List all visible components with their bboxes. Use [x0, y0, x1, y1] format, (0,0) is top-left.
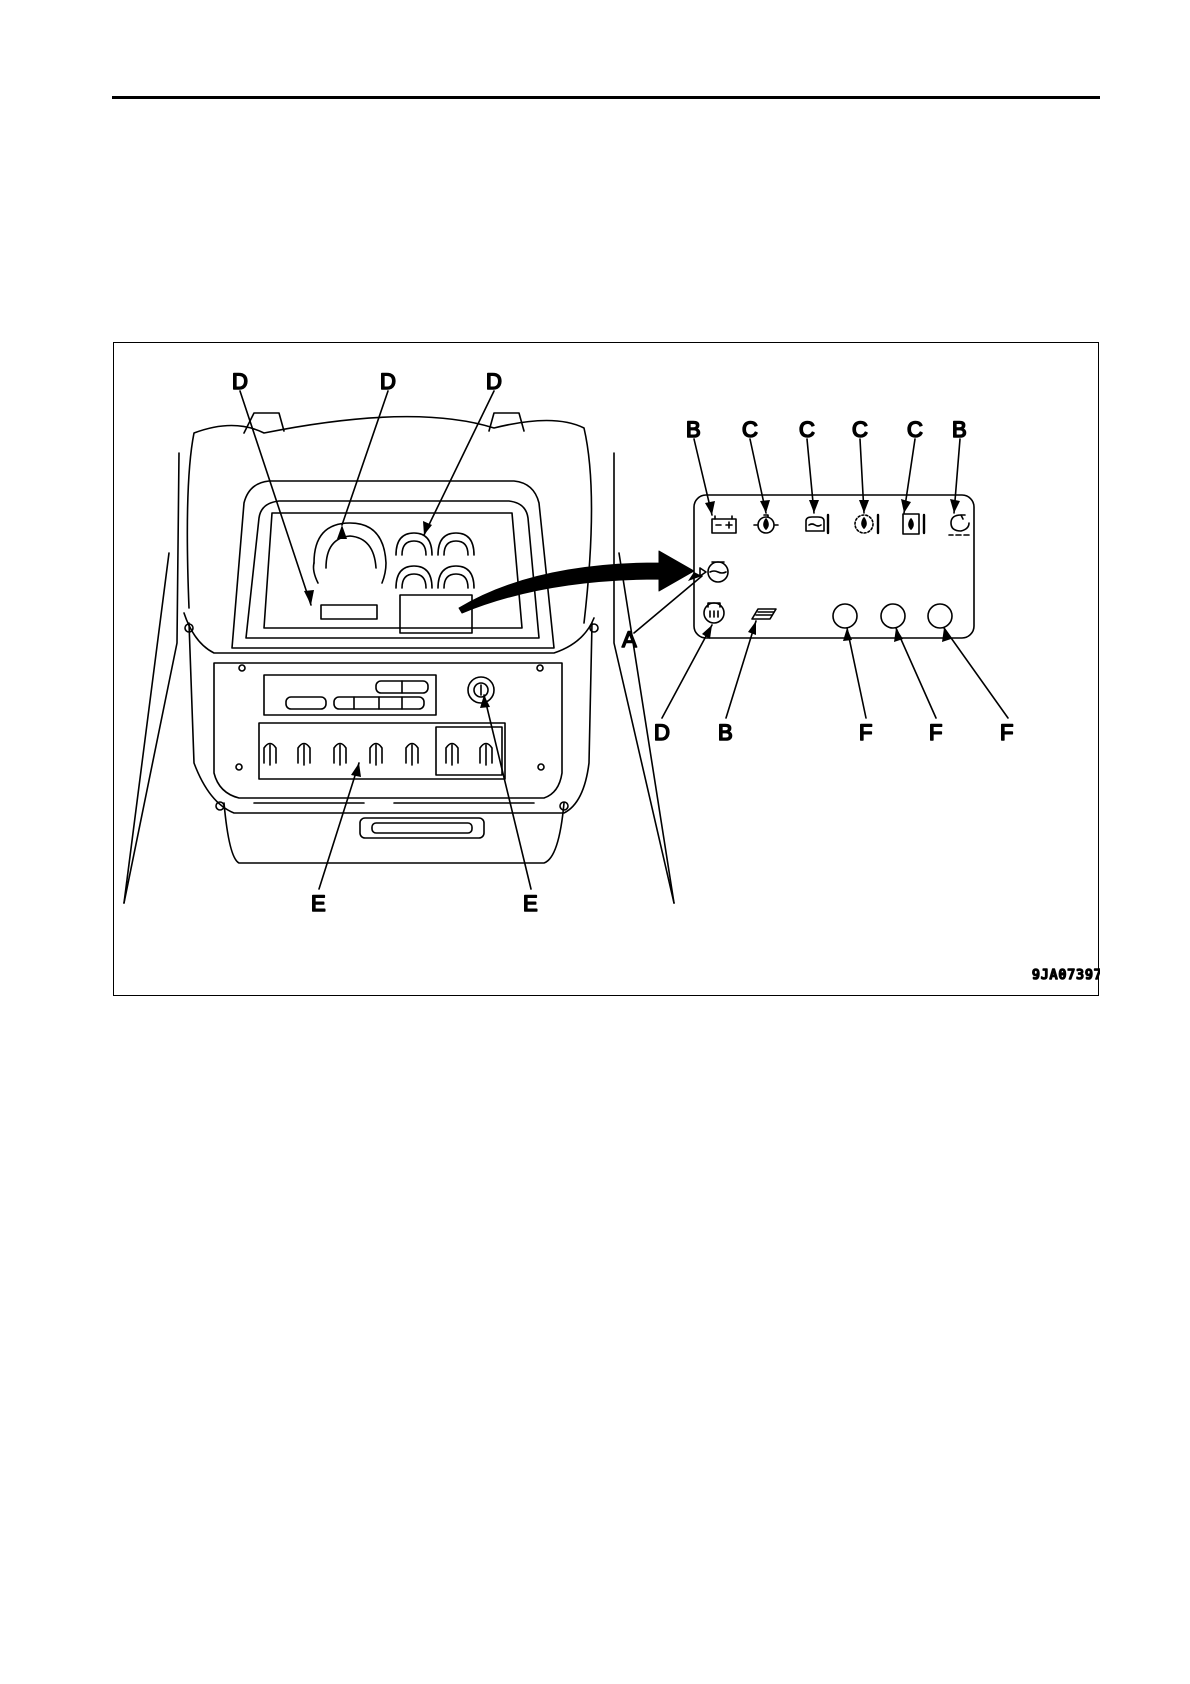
label-b-top-1: B: [686, 417, 701, 442]
coolant-temperature-icon: [806, 515, 828, 533]
label-e-1: E: [311, 891, 326, 916]
label-c-top-2: C: [799, 417, 815, 442]
curved-arrow: [459, 551, 694, 613]
preheat-icon: [704, 603, 724, 623]
battery-icon: [712, 516, 736, 533]
cab-drawing: [124, 413, 674, 903]
monitor-panel-enlarged: [694, 495, 974, 638]
lamp-f-1: [833, 604, 857, 628]
dashboard-diagram: D D D B C C C C B A D B F F F E E 9JA073…: [114, 343, 1100, 997]
label-d-top-2: D: [380, 369, 396, 394]
label-d-top-1: D: [232, 369, 248, 394]
label-b-top-2: B: [952, 417, 967, 442]
label-f-2: F: [929, 720, 942, 745]
lamp-f-2: [881, 604, 905, 628]
hydraulic-oil-temperature-icon: [903, 514, 924, 534]
label-c-top-3: C: [852, 417, 868, 442]
small-gauges: [396, 533, 474, 588]
label-d-top-3: D: [486, 369, 502, 394]
label-b-bottom: B: [718, 720, 733, 745]
figure-code: 9JA07397: [1032, 968, 1100, 983]
air-cleaner-icon: [752, 609, 776, 619]
label-f-1: F: [859, 720, 872, 745]
charge-level-icon: [949, 515, 969, 535]
coolant-level-icon: [700, 562, 728, 582]
lamp-f-3: [928, 604, 952, 628]
label-e-2: E: [523, 891, 538, 916]
oil-pressure-icon: [754, 515, 778, 533]
power-train-oil-temperature-icon: [855, 515, 878, 533]
figure-frame: D D D B C C C C B A D B F F F E E 9JA073…: [113, 342, 1099, 996]
label-c-top-1: C: [742, 417, 758, 442]
label-a: A: [622, 627, 637, 652]
toggle-switches: [264, 744, 492, 766]
label-d-bottom: D: [654, 720, 670, 745]
label-c-top-4: C: [907, 417, 923, 442]
header-rule: [112, 96, 1100, 99]
label-f-3: F: [1000, 720, 1013, 745]
